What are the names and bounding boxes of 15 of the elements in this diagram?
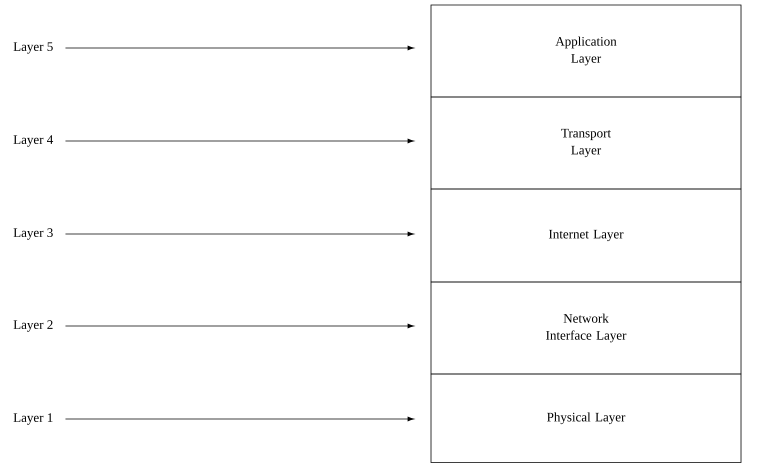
layer-box: Transport Layer xyxy=(430,96,742,190)
arrow xyxy=(65,324,414,328)
layer-box: Network Interface Layer xyxy=(430,282,742,374)
layer-label: Layer 5 xyxy=(14,42,53,54)
layer-label: Layer 1 xyxy=(14,413,52,425)
layer-box: Application Layer xyxy=(430,4,742,98)
arrow xyxy=(65,138,414,144)
layer-box: Physical Layer xyxy=(430,374,742,463)
layer-box: Internet Layer xyxy=(430,188,742,282)
arrow xyxy=(65,232,414,236)
arrow xyxy=(65,46,414,50)
layer-label: Layer 3 xyxy=(14,228,53,240)
layer-label: Layer 4 xyxy=(14,135,54,147)
arrow xyxy=(65,416,414,422)
layer-label: Layer 2 xyxy=(14,320,53,332)
